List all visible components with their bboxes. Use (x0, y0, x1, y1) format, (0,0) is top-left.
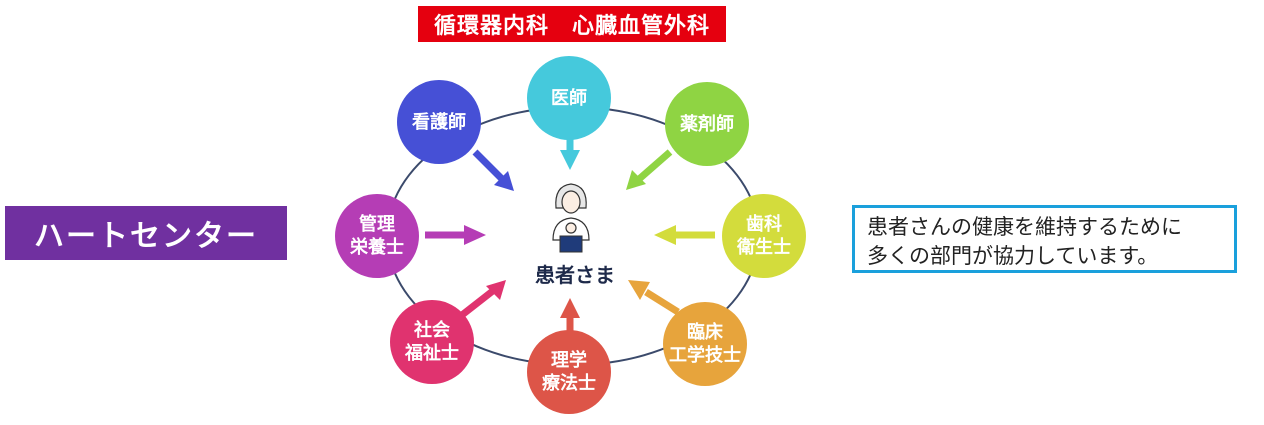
arrow-pharmacist (626, 149, 673, 190)
arrow-doctor (560, 138, 580, 170)
node-physio: 理学 療法士 (527, 330, 611, 414)
node-nutrition: 管理 栄養士 (335, 194, 419, 278)
node-pharmacist: 薬剤師 (665, 82, 749, 166)
node-nurse: 看護師 (397, 80, 481, 164)
node-clinical-eng: 臨床 工学技士 (663, 302, 747, 386)
description-line-2: 多くの部門が協力しています。 (867, 244, 1159, 268)
heart-center-title: ハートセンター (5, 206, 287, 260)
arrow-nurse (472, 149, 514, 191)
node-social: 社会 福祉士 (390, 300, 474, 384)
patient-figure (552, 183, 590, 253)
department-banner: 循環器内科 心臓血管外科 (418, 6, 726, 42)
node-dental: 歯科 衛生士 (722, 194, 806, 278)
description-line-1: 患者さんの健康を維持するために (867, 215, 1182, 239)
node-doctor: 医師 (527, 56, 611, 140)
arrow-physio (560, 298, 580, 332)
arrow-nutrition (425, 225, 486, 245)
patient-label: 患者さま (535, 263, 615, 287)
arrow-social (459, 280, 506, 318)
description-box: 患者さんの健康を維持するために 多くの部門が協力しています。 (852, 205, 1237, 273)
arrow-dental (654, 225, 715, 245)
arrow-clinical-eng (628, 280, 680, 315)
